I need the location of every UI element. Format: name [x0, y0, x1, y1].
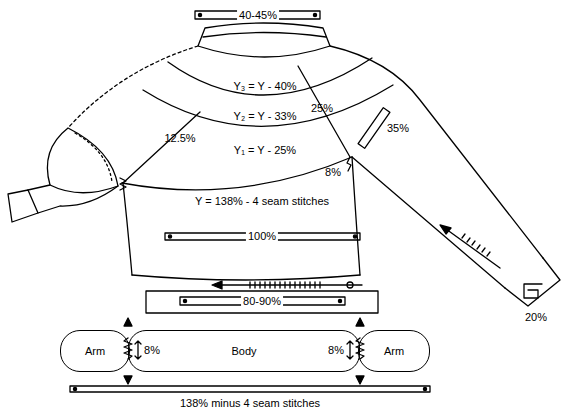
stitch-marks — [462, 234, 490, 256]
yoke-formula: Y₁ = Y - 25% — [232, 144, 298, 156]
knit-direction-arrow — [446, 229, 500, 268]
pattern-piece: Arm — [358, 330, 430, 372]
bar-dot — [313, 13, 316, 16]
bar-dot — [338, 299, 341, 302]
measure-bar — [70, 386, 430, 392]
knit-direction-arrow — [220, 284, 362, 285]
bar-dot — [353, 235, 356, 238]
sleeve-lower — [28, 185, 118, 213]
measure-bar — [358, 108, 390, 149]
cuff — [8, 190, 38, 222]
stitch-marks — [75, 133, 112, 182]
sleeve-underside — [352, 157, 505, 288]
bar-dot — [423, 387, 426, 390]
yoke-formula: Y₂ = Y - 33% — [232, 110, 299, 122]
measurement: 100% — [246, 230, 278, 242]
pattern-piece: Arm — [60, 330, 130, 372]
measurement: 8% — [142, 344, 162, 356]
underarm-seam — [347, 157, 351, 171]
raglan-line — [298, 66, 350, 157]
measurement: 35% — [385, 122, 411, 134]
marker-triangle — [124, 318, 132, 326]
bar-dot — [198, 13, 201, 16]
measurement: 80-90% — [241, 295, 283, 307]
yoke-formula: Y₃ = Y - 40% — [231, 80, 298, 92]
measurement: 8% — [323, 166, 343, 178]
cuff — [505, 258, 560, 306]
piece-name: Body — [231, 345, 256, 357]
measurement: 25% — [309, 102, 335, 114]
ribbing — [146, 291, 378, 313]
measurement: 40-45% — [237, 9, 279, 21]
raglan-line — [123, 112, 200, 183]
measurement: 12.5% — [162, 132, 197, 144]
measure-arrow — [135, 341, 141, 359]
body-side — [352, 157, 360, 275]
sleeve-fold — [47, 128, 118, 193]
measure-arrow — [347, 341, 353, 359]
collar-fold — [203, 33, 326, 38]
cuff-spiral — [524, 284, 542, 298]
sleeve-top — [330, 46, 543, 258]
measurement: 20% — [523, 311, 549, 323]
arrowhead — [440, 225, 451, 234]
marker-triangle — [124, 376, 132, 384]
bar-dot — [73, 387, 76, 390]
yoke-ring — [168, 58, 372, 95]
piece-name: Arm — [85, 345, 105, 357]
arrowhead — [212, 281, 222, 289]
marker-triangle — [356, 376, 364, 384]
measurement: 138% minus 4 seam stitches — [178, 397, 322, 409]
stitch-loop — [347, 282, 353, 288]
measurement: 8% — [326, 344, 346, 356]
marker-triangle — [356, 318, 364, 326]
body-hem — [132, 275, 360, 280]
stitch-marks — [250, 282, 320, 288]
underarm-seam — [120, 178, 126, 190]
yoke-outline-dashed — [68, 46, 198, 128]
bar-dot — [168, 235, 171, 238]
pattern-piece: Body — [128, 330, 360, 372]
bar-dot — [183, 299, 186, 302]
collar — [198, 23, 330, 57]
yoke-formula: Y = 138% - 4 seam stitches — [193, 195, 331, 207]
yoke-edge — [122, 157, 352, 190]
piece-name: Arm — [384, 345, 404, 357]
body-side — [123, 183, 132, 275]
